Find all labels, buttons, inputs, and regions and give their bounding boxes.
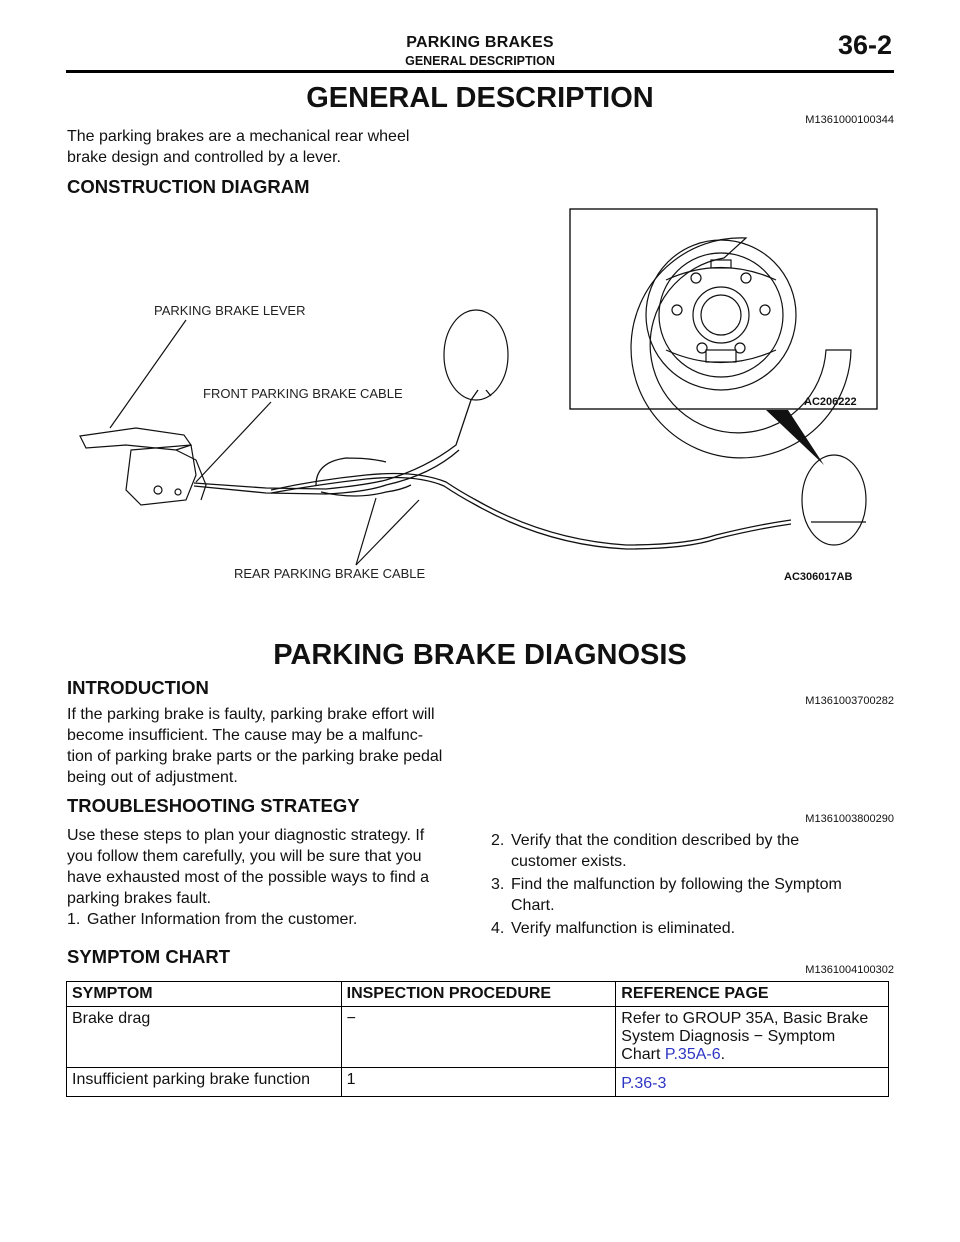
running-header-subsection: GENERAL DESCRIPTION <box>405 54 555 68</box>
brake-backplate-illustration <box>630 237 852 459</box>
page-number: 36-2 <box>837 30 892 60</box>
column-header-reference-page: REFERENCE PAGE <box>615 981 889 1007</box>
introduction-code: M1361003700282 <box>805 695 894 707</box>
troubleshooting-strategy-body: Use these steps to plan your diagnostic … <box>67 827 429 907</box>
general-description-title: GENERAL DESCRIPTION <box>306 82 654 114</box>
header-rule <box>66 70 894 73</box>
strategy-step-2: 2.Verify that the condition described by… <box>491 832 800 870</box>
procedure-cell: 1 <box>340 1067 617 1097</box>
procedure-cell: − <box>340 1006 617 1068</box>
callout-pointer <box>766 410 824 465</box>
strategy-step-1: 1.Gather Information from the customer. <box>67 911 358 928</box>
table-row: Insufficient parking brake function 1 P.… <box>66 1067 889 1097</box>
reference-cell: Refer to GROUP 35A, Basic Brake System D… <box>615 1006 889 1068</box>
construction-diagram: AC206222 PARKING BRAKE LEVER FRONT PARKI… <box>79 208 878 583</box>
symptom-cell: Insufficient parking brake function <box>66 1067 342 1097</box>
table-header-row: SYMPTOM INSPECTION PROCEDURE REFERENCE P… <box>66 981 889 1007</box>
troubleshooting-strategy-heading: TROUBLESHOOTING STRATEGY <box>67 795 360 816</box>
general-description-body: The parking brakes are a mechanical rear… <box>67 128 410 166</box>
symptom-cell: Brake drag <box>66 1006 342 1068</box>
inset-frame <box>569 208 878 410</box>
column-header-symptom: SYMPTOM <box>66 981 342 1007</box>
rear-cable-end-detail-circle <box>801 454 867 546</box>
introduction-heading: INTRODUCTION <box>67 677 209 698</box>
figure-code: AC306017AB <box>784 571 853 583</box>
label-rear-parking-brake-cable: REAR PARKING BRAKE CABLE <box>234 566 426 581</box>
reference-link-p36-3[interactable]: P.36-3 <box>621 1075 667 1092</box>
column-header-inspection-procedure: INSPECTION PROCEDURE <box>340 981 617 1007</box>
running-header-section: PARKING BRAKES <box>406 34 554 51</box>
front-cable-end-detail-circle <box>443 309 509 401</box>
symptom-chart-code: M1361004100302 <box>805 964 894 976</box>
introduction-body: If the parking brake is faulty, parking … <box>67 706 443 786</box>
label-parking-brake-lever: PARKING BRAKE LEVER <box>154 303 305 318</box>
symptom-chart-table: SYMPTOM INSPECTION PROCEDURE REFERENCE P… <box>66 981 889 1097</box>
table-row: Brake drag − Refer to GROUP 35A, Basic B… <box>66 1006 889 1068</box>
parking-brake-cables <box>193 389 866 550</box>
symptom-chart-heading: SYMPTOM CHART <box>67 946 231 967</box>
label-front-parking-brake-cable: FRONT PARKING BRAKE CABLE <box>203 386 403 401</box>
strategy-step-4: 4.Verify malfunction is eliminated. <box>491 920 736 937</box>
inset-code: AC206222 <box>804 396 857 408</box>
construction-diagram-heading: CONSTRUCTION DIAGRAM <box>67 176 310 197</box>
troubleshooting-strategy-code: M1361003800290 <box>805 813 894 825</box>
strategy-step-3: 3.Find the malfunction by following the … <box>491 876 842 914</box>
general-description-code: M1361000100344 <box>805 114 894 126</box>
reference-cell: P.36-3 <box>615 1067 889 1097</box>
leader-lines <box>109 319 420 566</box>
parking-brake-diagnosis-title: PARKING BRAKE DIAGNOSIS <box>273 639 687 671</box>
parking-brake-lever-illustration <box>79 427 207 506</box>
reference-link-p35a-6[interactable]: P.35A-6 <box>664 1046 721 1063</box>
